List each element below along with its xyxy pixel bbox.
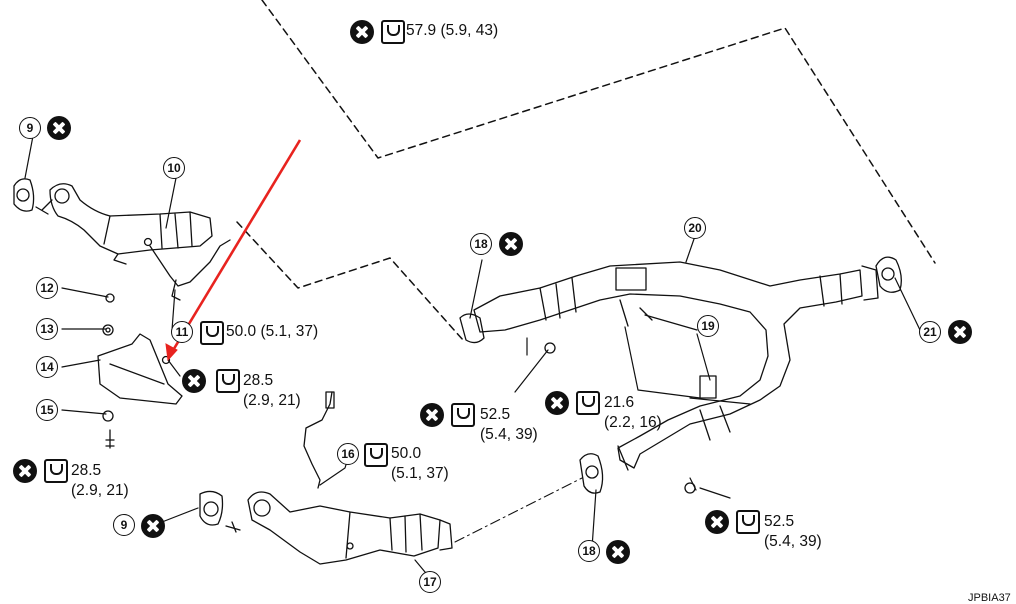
part-15: 15 <box>36 399 58 421</box>
torque-wrench-icon <box>451 403 475 427</box>
torque-left-nut-units: (2.9, 21) <box>243 392 301 409</box>
torque-wrench-icon <box>576 391 600 415</box>
part-10: 10 <box>163 157 185 179</box>
replace-x-icon <box>606 540 630 564</box>
leader-lines <box>24 135 921 579</box>
gasket-9-lower <box>199 490 224 526</box>
torque-wrench-icon <box>381 20 405 44</box>
replace-x-icon <box>350 20 374 44</box>
figure-code: JPBIA37 <box>968 592 1011 604</box>
replace-x-icon <box>13 459 37 483</box>
part-18-lower: 18 <box>578 540 600 562</box>
replace-x-icon <box>499 232 523 256</box>
part-13: 13 <box>36 318 58 340</box>
front-tube-17 <box>225 491 453 565</box>
replace-x-icon <box>420 403 444 427</box>
part-20: 20 <box>684 217 706 239</box>
gasket-18-lower <box>579 453 604 494</box>
part-18-upper: 18 <box>470 233 492 255</box>
torque-mid-value: 52.5 <box>480 406 511 423</box>
part-21: 21 <box>919 321 941 343</box>
torque-bolt-units: (2.9, 21) <box>71 482 129 499</box>
part-9-upper: 9 <box>19 117 41 139</box>
replace-x-icon <box>948 320 972 344</box>
torque-part-19-value: 21.6 <box>604 394 635 411</box>
torque-sensor-16-units: (5.1, 37) <box>391 465 449 482</box>
red-arrow <box>165 139 302 362</box>
part-17: 17 <box>419 571 441 593</box>
dashed-outline <box>236 0 936 341</box>
replace-x-icon <box>705 510 729 534</box>
replace-x-icon <box>545 391 569 415</box>
gasket-21 <box>875 256 902 293</box>
torque-sensor-16-value: 50.0 <box>391 445 422 462</box>
part-9-lower: 9 <box>113 514 135 536</box>
torque-part-11: 50.0 (5.1, 37) <box>226 323 319 340</box>
part-14: 14 <box>36 356 58 378</box>
torque-bolt-value: 28.5 <box>71 462 102 479</box>
replace-x-icon <box>141 514 165 538</box>
torque-wrench-icon <box>364 443 388 467</box>
center-pipe-20 <box>459 261 879 471</box>
torque-part-19-units: (2.2, 16) <box>604 414 662 431</box>
front-tube-10 <box>35 183 231 301</box>
bracket-parts <box>97 293 183 449</box>
torque-bottom-value: 52.5 <box>764 513 795 530</box>
part-11: 11 <box>171 321 193 343</box>
connection-lines <box>454 477 583 543</box>
oxygen-sensor-16 <box>303 391 335 489</box>
part-19: 19 <box>697 315 719 337</box>
torque-wrench-icon <box>216 369 240 393</box>
torque-wrench-icon <box>44 459 68 483</box>
torque-mid-units: (5.4, 39) <box>480 426 538 443</box>
nuts <box>544 342 696 494</box>
torque-wrench-icon <box>200 321 224 345</box>
torque-left-nut-value: 28.5 <box>243 372 274 389</box>
part-16: 16 <box>337 443 359 465</box>
replace-x-icon <box>47 116 71 140</box>
torque-wrench-icon <box>736 510 760 534</box>
part-12: 12 <box>36 277 58 299</box>
replace-x-icon <box>182 369 206 393</box>
gasket-9-upper <box>13 178 35 212</box>
torque-top: 57.9 (5.9, 43) <box>406 22 499 39</box>
torque-bottom-units: (5.4, 39) <box>764 533 822 550</box>
